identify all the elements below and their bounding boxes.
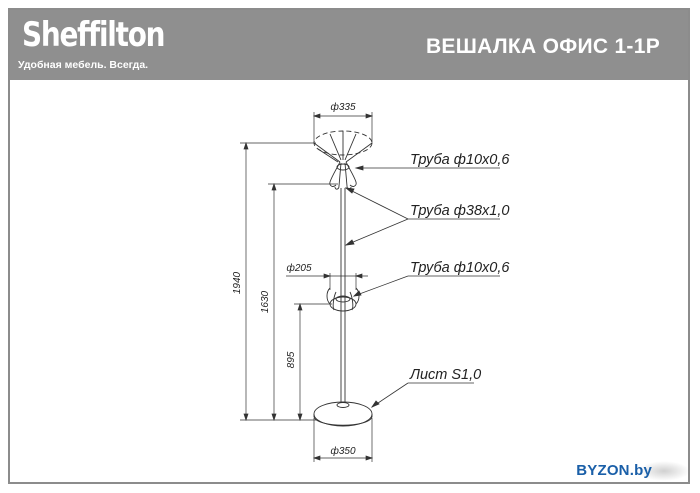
product-title: ВЕШАЛКА ОФИС 1-1Р <box>425 35 660 58</box>
pole-height-label: 1630 <box>260 290 271 313</box>
dim-total-height <box>240 141 318 422</box>
base-diameter-label: ф350 <box>330 445 355 457</box>
callout-middle-hooks: Труба ф10х0,6 <box>410 260 510 276</box>
callout-top-hooks: Труба ф10х0,6 <box>410 152 510 168</box>
dim-top-diameter <box>312 112 374 143</box>
middle-hooks <box>326 287 360 312</box>
middle-height-label: 895 <box>286 351 297 368</box>
middle-diameter-label: ф205 <box>286 262 311 274</box>
dim-pole-height <box>268 182 338 422</box>
callout-pole: Труба ф38х1,0 <box>410 203 509 219</box>
leader-lines <box>344 165 500 408</box>
top-hook-arms <box>313 131 373 163</box>
dim-middle-diameter <box>286 273 368 290</box>
header-bar <box>10 10 688 80</box>
watermark: BYZON.by <box>576 462 652 479</box>
brand-logo: Sheffilton <box>22 15 165 55</box>
watermark-smudge <box>638 461 690 481</box>
dim-base-diameter <box>312 418 374 462</box>
top-diameter-label: ф335 <box>330 101 355 113</box>
dim-middle-height <box>294 302 332 422</box>
pole <box>340 188 346 402</box>
brand-tagline: Удобная мебель. Всегда. <box>18 59 149 71</box>
callout-base: Лист S1,0 <box>409 367 481 383</box>
total-height-label: 1940 <box>232 271 243 294</box>
top-hooks <box>329 161 357 190</box>
base <box>313 401 373 427</box>
